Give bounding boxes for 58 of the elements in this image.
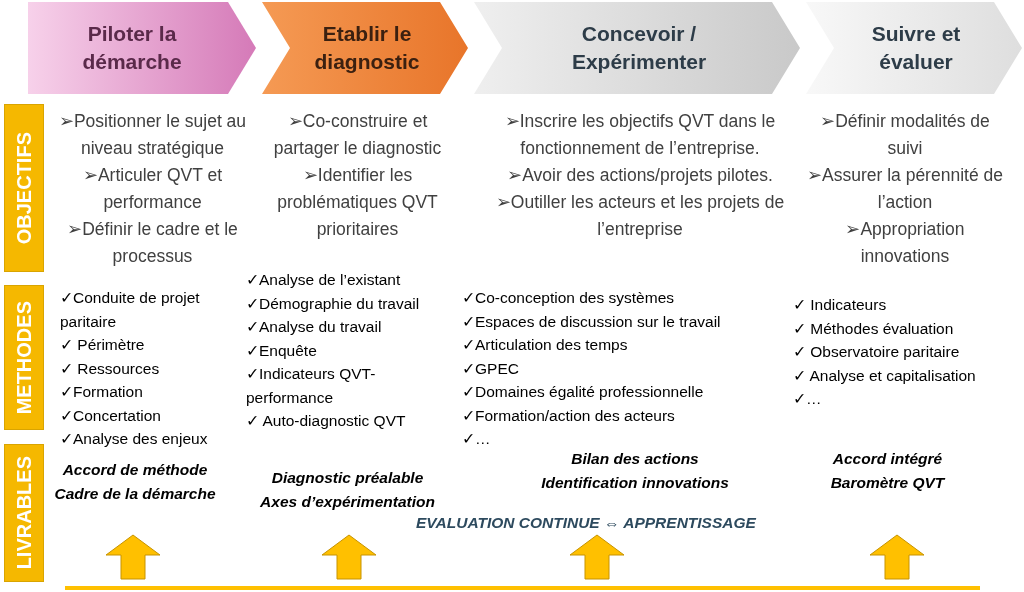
- method-item: ✓ Analyse et capitalisation: [793, 365, 977, 386]
- method-item: ✓ Indicateurs: [793, 295, 888, 315]
- phase-banner: [806, 2, 1022, 94]
- method-item: ✓ Auto-diagnostic QVT: [246, 411, 407, 431]
- banner-text: EVALUATION CONTINUE ⇔ APPRENTISSAGE: [416, 514, 756, 532]
- method-item: ✓Co-conception des systèmes: [462, 288, 675, 308]
- objective-text: ➢Définir modalités de suivi: [819, 110, 991, 160]
- objective-text: ➢Appropriation innovations: [844, 218, 966, 268]
- phase-banner: [28, 2, 256, 94]
- objective-text: ➢Assurer la pérennité de l’action: [806, 164, 1004, 214]
- row-header-text: OBJECTIFS: [12, 131, 36, 245]
- objective-text: ➢Articuler QVT et performance: [81, 164, 224, 214]
- method-item: ✓Indicateurs QVT-performance: [246, 364, 377, 408]
- deliverable-text: Diagnostic préalable: [270, 468, 425, 488]
- deliverable-text: Bilan des actions: [570, 449, 700, 469]
- phase-title: Concevoir / Expérimenter: [570, 20, 708, 75]
- phase-banner: [474, 2, 800, 94]
- method-item: ✓…: [793, 389, 823, 409]
- row-header: [4, 104, 44, 272]
- deliverable-text: Cadre de la démarche: [53, 483, 217, 504]
- phase-title: Suivre et évaluer: [870, 20, 962, 75]
- method-item: ✓ Périmètre: [60, 335, 146, 355]
- objective-text: ➢Co-construire et partager le diagnostic: [272, 110, 443, 160]
- method-item: ✓Domaines égalité professionnelle: [462, 382, 705, 402]
- deliverable-text: Baromètre QVT: [829, 472, 947, 493]
- method-item: ✓Articulation des temps: [462, 335, 629, 355]
- method-item: ✓ Observatoire paritaire: [793, 342, 961, 362]
- method-item: ✓ Méthodes évaluation: [793, 318, 955, 339]
- row-header-text: LIVRABLES: [12, 456, 36, 570]
- method-item: ✓ Ressources: [60, 358, 161, 379]
- row-header: [4, 285, 44, 430]
- phase-banner: [262, 2, 468, 94]
- objective-text: ➢Inscrire les objectifs QVT dans le fonctionnement de l’entreprise.: [503, 110, 777, 160]
- deliverable-text: Axes d’expérimentation: [259, 491, 436, 512]
- objective-text: ➢Positionner le sujet au niveau stratégique: [57, 110, 248, 160]
- row-header: [4, 444, 44, 582]
- row-header-text: METHODES: [12, 300, 36, 415]
- objective-text: ➢Identifier les problématiques QVT prioritaires: [276, 164, 439, 241]
- method-item: ✓Concertation: [60, 405, 162, 426]
- method-item: ✓…: [462, 429, 492, 449]
- method-item: ✓Enquête: [246, 340, 318, 361]
- deliverable-text: Accord intégré: [831, 449, 944, 469]
- deliverable-text: Identification innovations: [540, 472, 730, 493]
- method-item: ✓Conduite de projet paritaire: [60, 288, 201, 332]
- method-item: ✓Démographie du travail: [246, 293, 421, 314]
- objective-text: ➢Outiller les acteurs et les projets de l’entreprise: [494, 191, 786, 241]
- method-item: ✓Formation: [60, 382, 144, 402]
- method-item: ✓GPEC: [462, 358, 520, 379]
- phase-title: Piloter la démarche: [81, 20, 183, 75]
- phase-title: Etablir le diagnostic: [313, 20, 421, 75]
- method-item: ✓Espaces de discussion sur le travail: [462, 311, 722, 332]
- method-item: ✓Analyse de l’existant: [246, 270, 402, 290]
- method-item: ✓Analyse des enjeux: [60, 429, 209, 449]
- method-item: ✓Analyse du travail: [246, 317, 383, 337]
- deliverable-text: Accord de méthode: [61, 460, 209, 480]
- objective-text: ➢Définir le cadre et le processus: [66, 218, 239, 268]
- objective-text: ➢Avoir des actions/projets pilotes.: [506, 164, 774, 187]
- method-item: ✓Formation/action des acteurs: [462, 405, 676, 426]
